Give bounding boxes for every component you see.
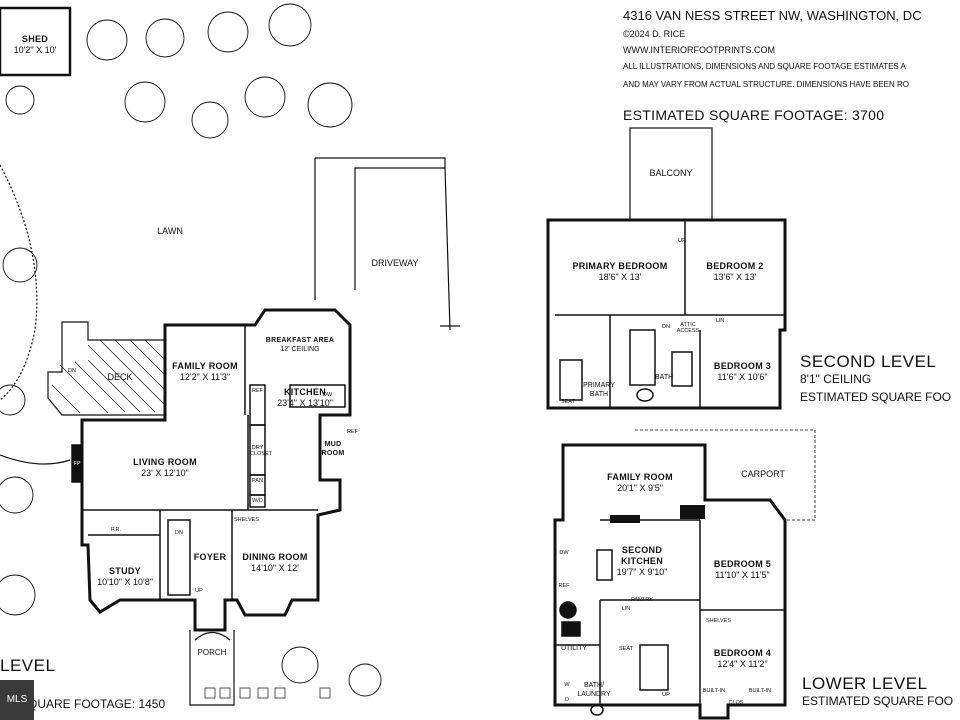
carport-outline <box>635 429 816 521</box>
lower-stair-up: UP <box>662 692 670 698</box>
balcony-up: UP <box>678 238 686 244</box>
lower-level-title: LOWER LEVEL ESTIMATED SQUARE FOO <box>802 674 954 708</box>
washer-label: W <box>564 682 570 688</box>
total-square-footage: ESTIMATED SQUARE FOOTAGE: 3700 <box>623 107 885 123</box>
mud-ref-label: REF <box>347 429 358 435</box>
main-level-walls <box>80 308 352 632</box>
attic-access: ATTIC ACCESS <box>676 322 700 334</box>
powder-room-label: P.R. <box>111 527 121 533</box>
main-level-sqft: SQUARE FOOTAGE: 1450 <box>20 697 166 711</box>
lower-linen: LIN <box>621 606 631 612</box>
foyer: FOYER <box>193 552 227 562</box>
second-level-walls <box>546 218 787 410</box>
built-in-left: BUILT-IN <box>702 688 726 694</box>
deck-label: DECK <box>107 372 133 382</box>
bath-laundry: BATH/ LAUNDRY <box>577 682 611 698</box>
lower-pantry: PANTRY <box>631 597 653 603</box>
mls-badge: MLS <box>0 680 34 720</box>
carport-label: CARPORT <box>741 469 785 479</box>
deck <box>47 321 166 416</box>
main-stair-dn: DN <box>175 530 183 536</box>
utility: UTILITY <box>560 645 588 652</box>
mud-room: MUD ROOM <box>321 441 345 457</box>
dry-closet-label: DRY CLOSET <box>250 445 273 457</box>
address: 4316 VAN NESS STREET NW, WASHINGTON, DC <box>623 8 922 23</box>
lower-shelves: SHELVES <box>706 618 731 624</box>
second-seat: SEAT <box>561 399 575 405</box>
main-level-title: LEVEL <box>0 656 56 675</box>
second-linen: LIN <box>715 318 725 324</box>
lower-level-walls <box>553 443 787 720</box>
second-stair-dn: DN <box>662 324 670 330</box>
primary-bath: PRIMARY BATH <box>583 382 615 398</box>
disclaimer-line-1: ALL ILLUSTRATIONS, DIMENSIONS AND SQUARE… <box>623 62 906 71</box>
pantry-label: PAN <box>252 478 263 484</box>
built-in-right: BUILT-IN <box>748 688 772 694</box>
deck-stair-dn: DN <box>68 368 76 374</box>
washer-dryer-label: W/D <box>252 498 263 504</box>
dryer-label: D <box>565 697 569 703</box>
balcony-label: BALCONY <box>649 168 693 178</box>
bath-2: BATH <box>655 374 674 381</box>
lower-dw: DW <box>559 550 569 556</box>
fireplace-label: FP <box>73 461 81 467</box>
trees <box>0 3 382 697</box>
lower-ref: REF <box>558 583 570 589</box>
main-level-interior <box>71 325 346 600</box>
garden-path <box>0 164 38 401</box>
disclaimer-line-2: AND MAY VARY FROM ACTUAL STRUCTURE. DIME… <box>623 80 909 89</box>
ref-label: REF <box>252 388 263 394</box>
porch-label: PORCH <box>197 648 227 657</box>
driveway-outline <box>314 157 451 331</box>
lower-seat: SEAT <box>619 646 633 652</box>
main-stair-up: UP <box>195 588 203 594</box>
dw-label: DW <box>322 392 333 398</box>
porch <box>189 630 235 706</box>
shelves-label: SHELVES <box>234 517 259 523</box>
driveway-label: DRIVEWAY <box>371 258 419 268</box>
shed-outline <box>0 6 72 77</box>
website: WWW.INTERIORFOOTPRINTS.COM <box>623 45 775 55</box>
closet-label: CLOS <box>728 700 744 706</box>
lawn-label: LAWN <box>157 226 183 236</box>
second-level-title: SECOND LEVEL 8'1" CEILING ESTIMATED SQUA… <box>800 352 952 404</box>
copyright: ©2024 D. RICE <box>623 29 686 39</box>
